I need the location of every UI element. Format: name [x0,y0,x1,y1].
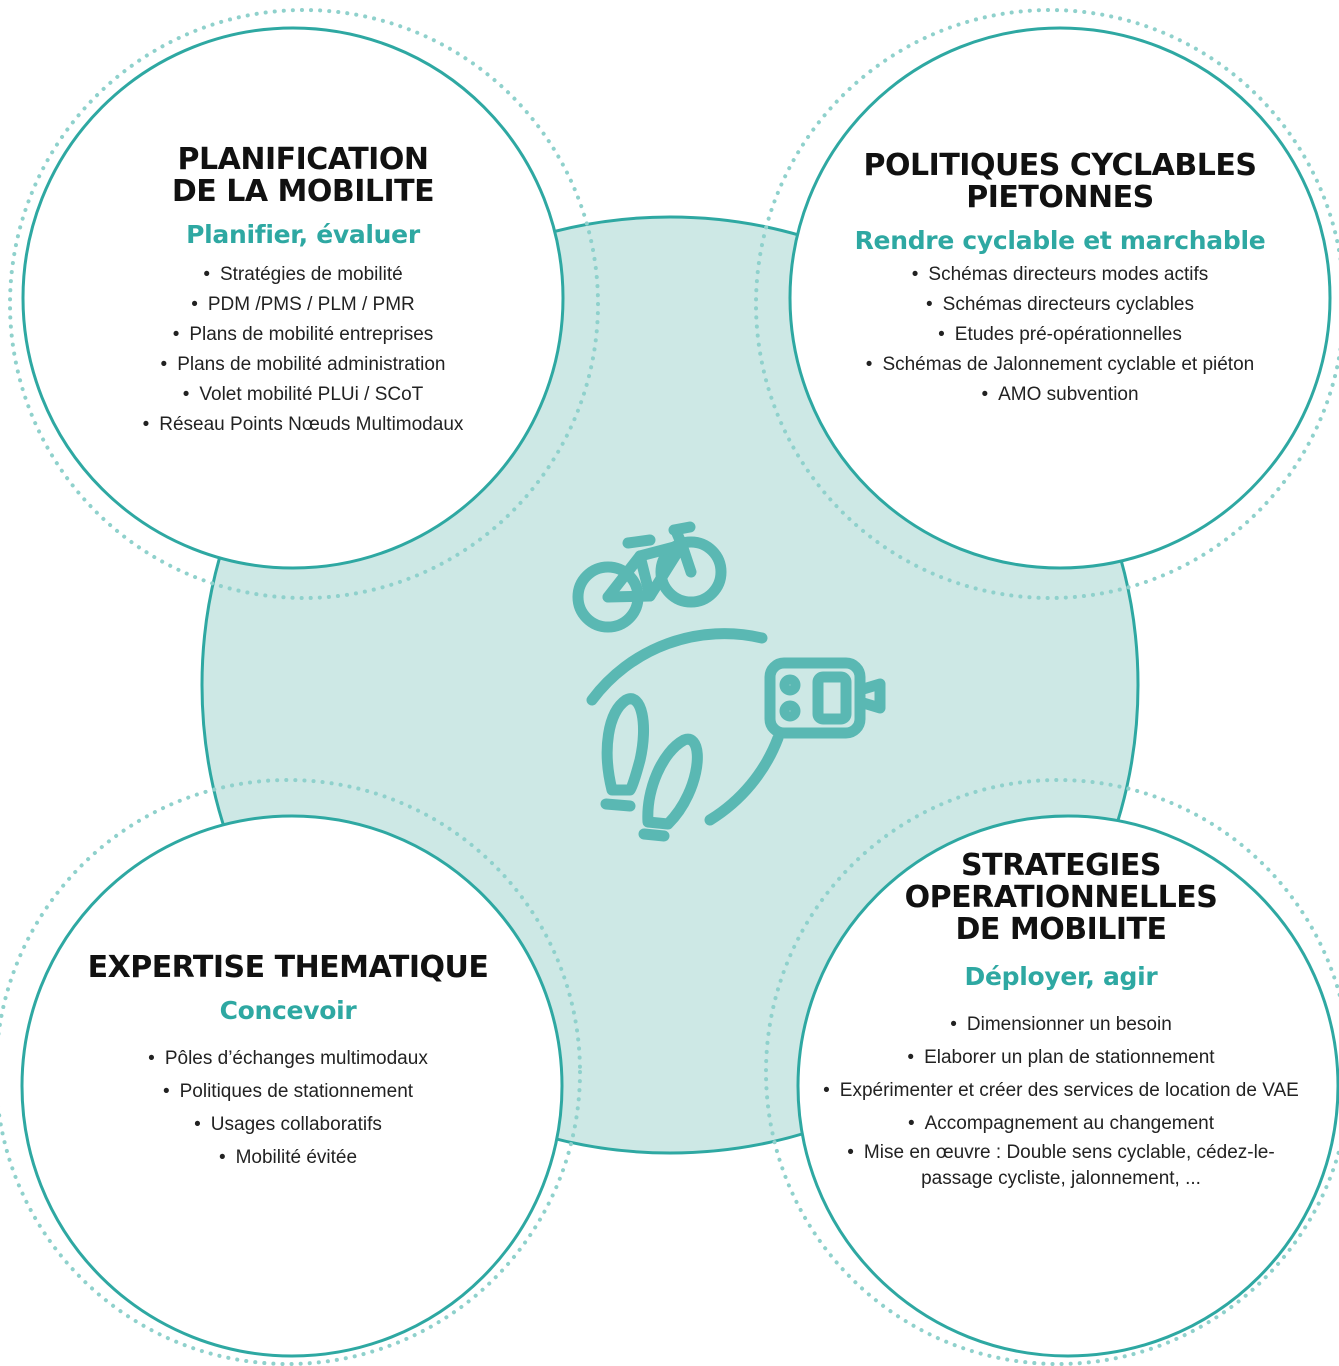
title-politiques-line1: POLITIQUES CYCLABLES [863,148,1257,183]
list-item: Politiques de stationnement [78,1075,498,1108]
title-strategies-line3: DE MOBILITE [955,912,1167,947]
arc-path [586,628,768,706]
list-item: PDM /PMS / PLM / PMR [93,290,513,320]
block-strategies: STRATEGIES OPERATIONNELLES DE MOBILITE D… [818,850,1304,1192]
list-item: Schémas de Jalonnement cyclable et piéto… [840,350,1280,380]
list-item: AMO subvention [840,380,1280,410]
list-item: Dimensionner un besoin [818,1008,1304,1041]
list-item: Accompagnement au changement [818,1107,1304,1140]
subtitle-planification: Planifier, évaluer [186,220,420,249]
halo-top-right [754,8,1339,600]
list-item: Schémas directeurs modes actifs [840,260,1280,290]
mobility-icon [572,521,886,842]
bicycle-icon [572,521,727,633]
title-expertise: EXPERTISE THEMATIQUE [87,950,489,985]
block-planification: PLANIFICATION DE LA MOBILITE Planifier, … [93,144,513,440]
title-politiques-line2: PIETONNES [966,180,1154,215]
arc-path-lower [704,732,784,826]
list-item: Pôles d’échanges multimodaux [78,1042,498,1075]
list-item: Mise en œuvre : Double sens cyclable, cé… [818,1140,1304,1192]
list-item: Expérimenter et créer des services de lo… [818,1074,1304,1107]
block-politiques: POLITIQUES CYCLABLES PIETONNES Rendre cy… [840,150,1280,410]
halo-top-left [8,8,600,600]
list-item: Plans de mobilité entreprises [93,320,513,350]
halo-bottom-right [764,778,1339,1366]
block-expertise: EXPERTISE THEMATIQUE Concevoir Pôles d’é… [78,952,498,1174]
title-planification-line1: PLANIFICATION [177,142,429,177]
list-item: Elaborer un plan de stationnement [818,1041,1304,1074]
list-planification: Stratégies de mobilité PDM /PMS / PLM / … [93,260,513,440]
title-strategies-line2: OPERATIONNELLES [904,880,1218,915]
title-strategies-line1: STRATEGIES [961,848,1161,883]
subtitle-strategies: Déployer, agir [964,962,1158,991]
halo-bottom-left [0,778,582,1366]
list-item: Réseau Points Nœuds Multimodaux [93,410,513,440]
list-item: Volet mobilité PLUi / SCoT [93,380,513,410]
list-item: Mobilité évitée [78,1141,498,1174]
list-item: Schémas directeurs cyclables [840,290,1280,320]
list-strategies: Dimensionner un besoin Elaborer un plan … [818,1008,1304,1192]
list-item: Stratégies de mobilité [93,260,513,290]
bus-icon [764,657,886,739]
subtitle-expertise: Concevoir [219,996,357,1025]
subtitle-politiques: Rendre cyclable et marchable [854,226,1266,255]
list-item: Usages collaboratifs [78,1108,498,1141]
list-expertise: Pôles d’échanges multimodaux Politiques … [78,1042,498,1174]
list-item: Etudes pré-opérationnelles [840,320,1280,350]
list-politiques: Schémas directeurs modes actifs Schémas … [840,260,1280,410]
list-item: Plans de mobilité administration [93,350,513,380]
footprints-icon [600,693,703,842]
title-planification-line2: DE LA MOBILITE [171,174,435,209]
